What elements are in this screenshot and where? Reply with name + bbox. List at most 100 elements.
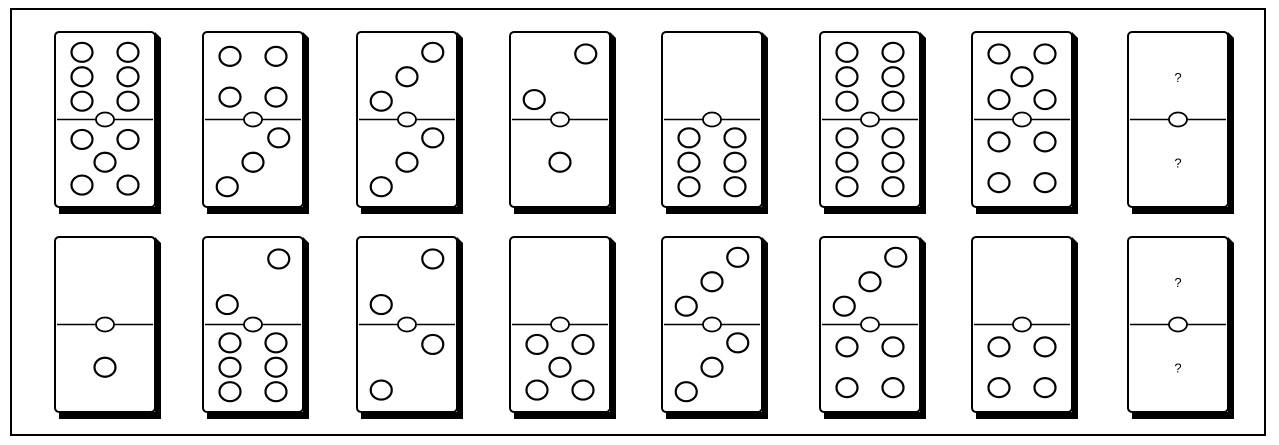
- tile-edge: [976, 207, 1078, 214]
- pip: [1035, 337, 1056, 356]
- pip: [837, 128, 858, 147]
- pip: [702, 272, 723, 291]
- domino-tile: [510, 32, 616, 214]
- domino-tile: ??: [1128, 32, 1234, 214]
- pip: [727, 248, 748, 267]
- pip: [72, 67, 93, 86]
- pip: [118, 130, 139, 149]
- pip: [676, 382, 697, 401]
- pip: [422, 335, 443, 354]
- domino-tile: [662, 32, 768, 214]
- center-pivot: [1169, 318, 1187, 332]
- pip: [266, 358, 287, 377]
- question-mark-top: ?: [1174, 70, 1181, 85]
- domino-row-2: ??: [55, 237, 1234, 419]
- pip: [989, 90, 1010, 109]
- pip: [989, 337, 1010, 356]
- pip: [95, 358, 116, 377]
- center-pivot: [861, 113, 879, 127]
- pip: [883, 92, 904, 111]
- pip: [725, 177, 746, 196]
- pip: [72, 130, 93, 149]
- question-mark-top: ?: [1174, 275, 1181, 290]
- pip: [989, 378, 1010, 397]
- pip: [266, 88, 287, 107]
- pip: [679, 177, 700, 196]
- pip: [989, 173, 1010, 192]
- pip: [72, 176, 93, 195]
- pip: [702, 358, 723, 377]
- pip: [1035, 173, 1056, 192]
- tile-edge: [59, 412, 161, 419]
- pip: [837, 43, 858, 62]
- tile-edge: [514, 412, 616, 419]
- domino-tile: [972, 32, 1078, 214]
- pip: [220, 382, 241, 401]
- center-pivot: [703, 113, 721, 127]
- pip: [837, 177, 858, 196]
- domino-tile: ??: [1128, 237, 1234, 419]
- pip: [837, 378, 858, 397]
- pip: [883, 43, 904, 62]
- pip: [118, 92, 139, 111]
- pip: [118, 67, 139, 86]
- pip: [725, 153, 746, 172]
- question-mark-bottom: ?: [1174, 155, 1181, 170]
- pip: [1035, 378, 1056, 397]
- pip: [220, 88, 241, 107]
- center-pivot: [244, 113, 262, 127]
- tile-edge: [976, 412, 1078, 419]
- tile-edge: [361, 412, 463, 419]
- center-pivot: [398, 318, 416, 332]
- domino-tile: [820, 237, 926, 419]
- domino-tile: [357, 237, 463, 419]
- pip: [989, 44, 1010, 63]
- tile-edge: [59, 207, 161, 214]
- tile-edge: [824, 412, 926, 419]
- pip: [220, 358, 241, 377]
- pip: [883, 67, 904, 86]
- question-mark-bottom: ?: [1174, 360, 1181, 375]
- pip: [725, 128, 746, 147]
- pip: [837, 153, 858, 172]
- domino-tile: [357, 32, 463, 214]
- center-pivot: [96, 318, 114, 332]
- pip: [266, 333, 287, 352]
- pip: [883, 378, 904, 397]
- pip: [397, 67, 418, 86]
- pip: [220, 47, 241, 66]
- tile-edge: [207, 412, 309, 419]
- domino-tile: [510, 237, 616, 419]
- domino-tile: [972, 237, 1078, 419]
- pip: [883, 177, 904, 196]
- pip: [243, 153, 264, 172]
- pip: [527, 335, 548, 354]
- center-pivot: [96, 113, 114, 127]
- pip: [524, 90, 545, 109]
- pip: [837, 337, 858, 356]
- pip: [72, 43, 93, 62]
- tile-edge: [207, 207, 309, 214]
- pip: [217, 295, 238, 314]
- pip: [1035, 44, 1056, 63]
- domino-tile: [55, 237, 161, 419]
- center-pivot: [703, 318, 721, 332]
- pip: [95, 153, 116, 172]
- pip: [268, 249, 289, 268]
- pip: [268, 128, 289, 147]
- center-pivot: [551, 318, 569, 332]
- pip: [422, 43, 443, 62]
- tile-edge: [666, 207, 768, 214]
- pip: [883, 337, 904, 356]
- pip: [371, 92, 392, 111]
- pip: [371, 295, 392, 314]
- pip: [266, 47, 287, 66]
- pip: [573, 335, 594, 354]
- center-pivot: [551, 113, 569, 127]
- pip: [118, 176, 139, 195]
- pip: [727, 333, 748, 352]
- pip: [989, 132, 1010, 151]
- domino-tile: [662, 237, 768, 419]
- pip: [220, 333, 241, 352]
- domino-tile: [55, 32, 161, 214]
